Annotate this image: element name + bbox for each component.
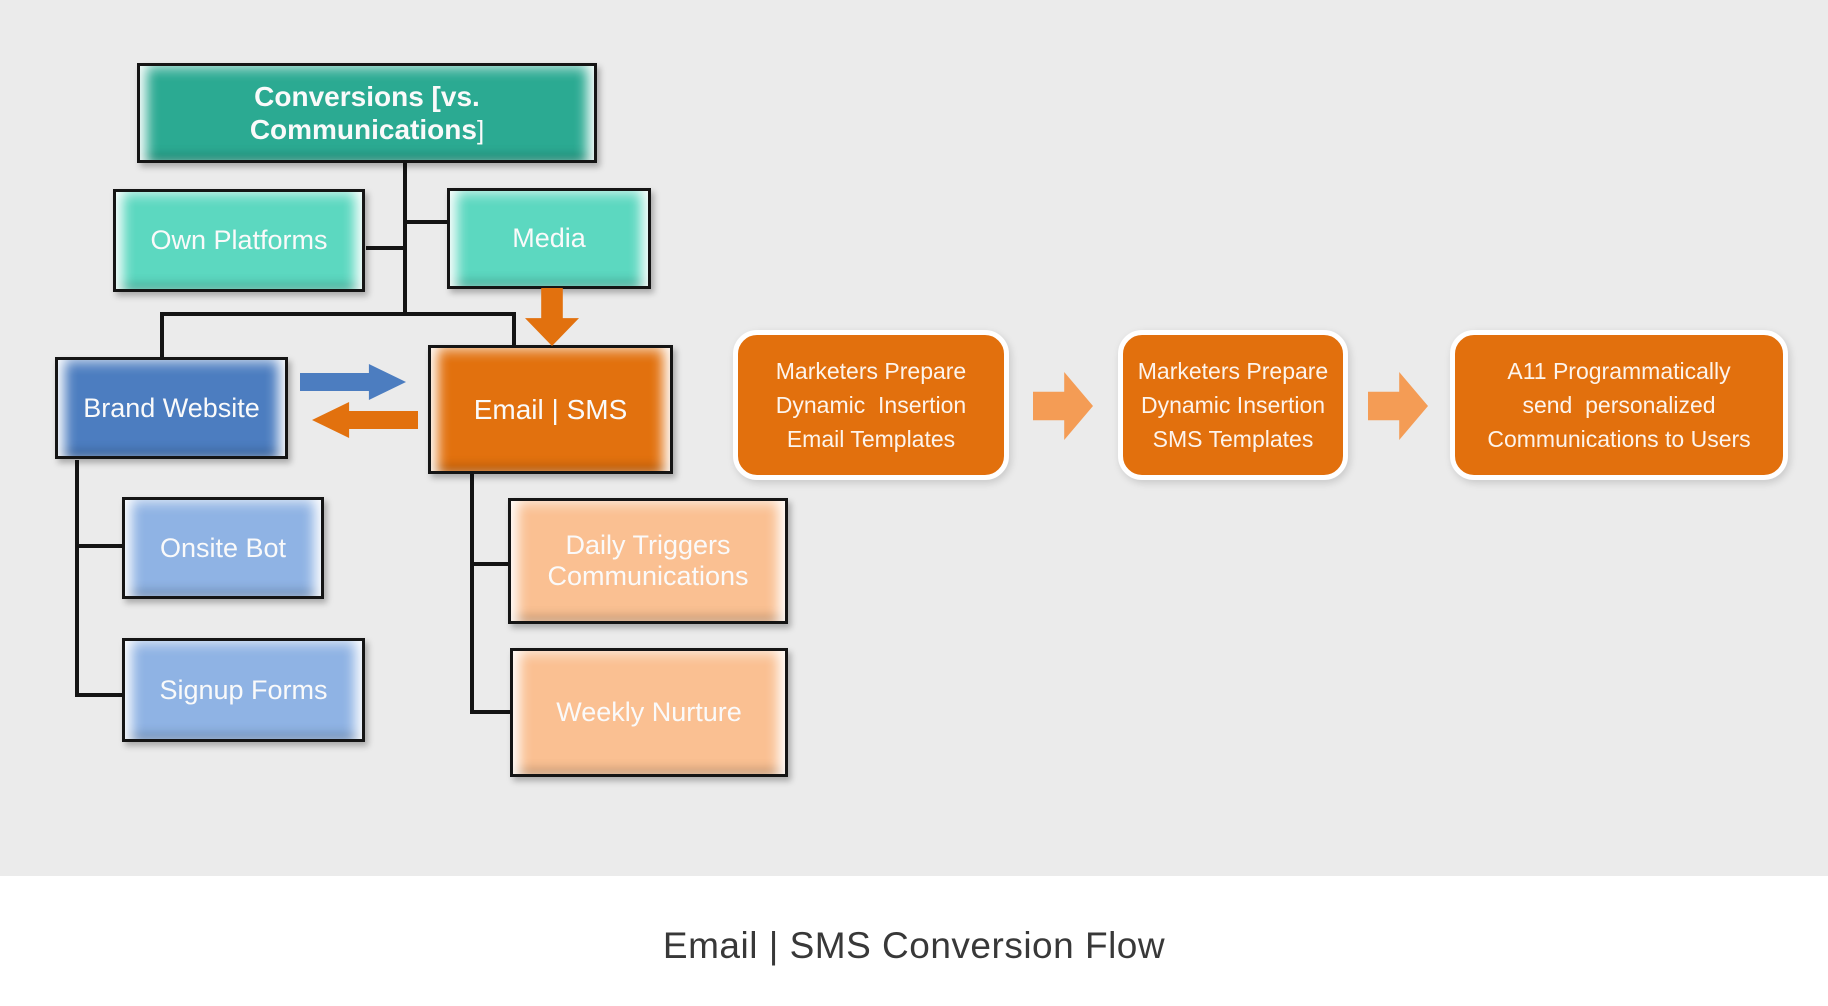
connector-own-platforms-stub bbox=[366, 246, 405, 250]
left-arrow-icon bbox=[312, 402, 418, 438]
node-brand-website: Brand Website bbox=[55, 357, 288, 459]
connector-weekly-nurture-stub bbox=[470, 710, 512, 714]
node-own-platforms: Own Platforms bbox=[113, 189, 365, 292]
step-line: Email Templates bbox=[786, 426, 956, 452]
connector-email-trunk bbox=[470, 474, 474, 714]
connector-onsite-bot-stub bbox=[75, 544, 123, 548]
down-arrow-icon bbox=[525, 288, 579, 346]
connector-daily-triggers-stub bbox=[470, 562, 510, 566]
node-conversions-label: Conversions [vs. Communications] bbox=[249, 80, 485, 145]
step-prepare-email-templates: Marketers Prepare Dynamic Insertion Emai… bbox=[733, 330, 1009, 480]
connector-root-trunk bbox=[403, 163, 407, 315]
node-weekly-nurture: Weekly Nurture bbox=[510, 648, 788, 777]
node-daily-triggers: Daily Triggers Communications bbox=[508, 498, 788, 624]
chevron-arrow-icon bbox=[1368, 372, 1428, 440]
step-line: Dynamic Insertion bbox=[775, 392, 967, 418]
node-email-sms-label: Email | SMS bbox=[473, 393, 628, 425]
node-brand-website-label: Brand Website bbox=[83, 392, 260, 423]
diagram-caption: Email | SMS Conversion Flow bbox=[662, 925, 1166, 966]
step-line: Marketers Prepare bbox=[1137, 358, 1329, 384]
node-email-sms: Email | SMS bbox=[428, 345, 673, 474]
connector-email-sms-drop bbox=[512, 312, 516, 346]
connector-media-stub bbox=[405, 220, 449, 224]
step-line: Marketers Prepare bbox=[775, 358, 967, 384]
node-onsite-bot: Onsite Bot bbox=[122, 497, 324, 599]
step-line: Dynamic Insertion bbox=[1140, 392, 1326, 418]
right-arrow-icon bbox=[300, 364, 406, 400]
node-conversions: Conversions [vs. Communications] bbox=[137, 63, 597, 163]
connector-distribution-line bbox=[160, 312, 516, 316]
footer-strip bbox=[0, 876, 1828, 1006]
connector-signup-forms-stub bbox=[75, 693, 123, 697]
node-own-platforms-label: Own Platforms bbox=[150, 225, 328, 255]
node-weekly-nurture-label: Weekly Nurture bbox=[556, 697, 742, 727]
step-send-personalized-communications: A11 Programmatically send personalized C… bbox=[1450, 330, 1788, 480]
node-media: Media bbox=[447, 188, 651, 289]
step-line: SMS Templates bbox=[1152, 426, 1314, 452]
node-daily-triggers-label: Daily Triggers Communications bbox=[547, 530, 749, 591]
node-signup-forms-label: Signup Forms bbox=[159, 674, 328, 705]
step-line: send personalized bbox=[1522, 392, 1716, 418]
node-media-label: Media bbox=[512, 223, 586, 253]
connector-website-trunk bbox=[75, 460, 79, 697]
chevron-arrow-icon bbox=[1033, 372, 1093, 440]
step-line: A11 Programmatically bbox=[1507, 358, 1731, 384]
node-onsite-bot-label: Onsite Bot bbox=[159, 532, 287, 563]
node-signup-forms: Signup Forms bbox=[122, 638, 365, 742]
connector-brand-website-drop bbox=[160, 312, 164, 358]
step-line: Communications to Users bbox=[1487, 426, 1751, 452]
step-prepare-sms-templates: Marketers Prepare Dynamic Insertion SMS … bbox=[1118, 330, 1348, 480]
